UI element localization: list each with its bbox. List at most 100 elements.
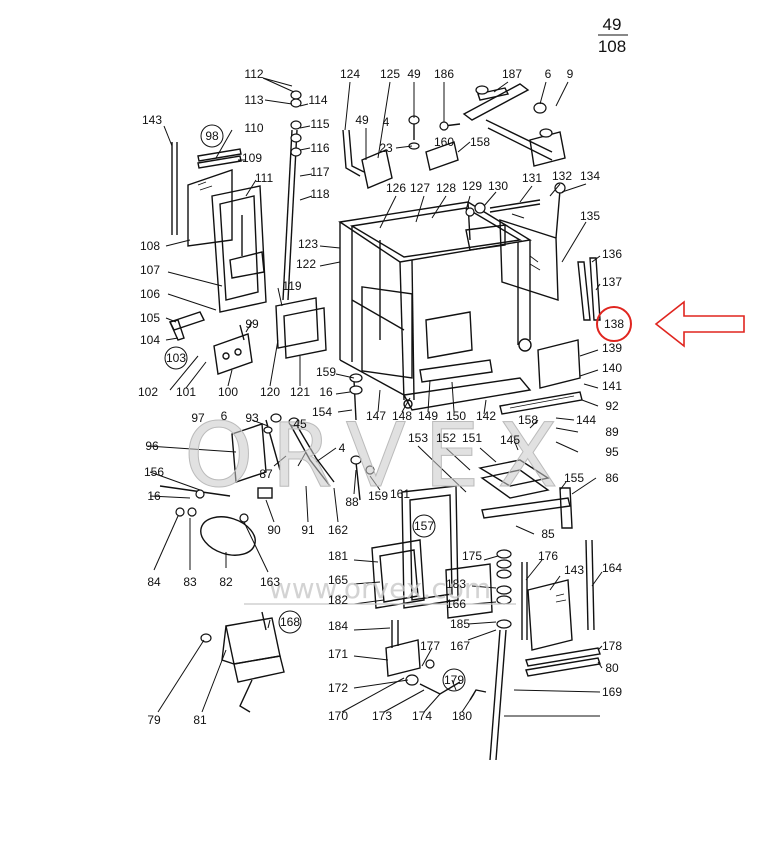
- spring-stack-181-185: [489, 549, 512, 761]
- part-label: 142: [476, 409, 496, 423]
- part-label: 119: [282, 279, 301, 293]
- part-label: 169: [602, 685, 622, 699]
- page-number-total: 108: [598, 37, 626, 56]
- part-label: 115: [310, 117, 329, 131]
- panel-139: [537, 339, 581, 389]
- door-frame-111: [211, 185, 267, 313]
- part-label: 91: [301, 523, 315, 537]
- part-label: 6: [221, 409, 228, 423]
- part-label: 49: [407, 67, 421, 81]
- part-label: 126: [386, 181, 406, 195]
- part-label: 6: [545, 67, 552, 81]
- part-label: 174: [412, 709, 432, 723]
- part-label: 128: [436, 181, 456, 195]
- plate-160: [425, 141, 459, 171]
- part-label: 177: [420, 639, 440, 653]
- part-label: 156: [144, 465, 164, 479]
- part-label: 16: [319, 385, 333, 399]
- part-label: 107: [140, 263, 160, 277]
- highlight-circle-138: [596, 306, 632, 342]
- part-label: 23: [379, 141, 393, 155]
- part-label: 148: [392, 409, 412, 423]
- part-label: 160: [434, 135, 454, 149]
- pins-130-133: [465, 199, 541, 217]
- part-label: 86: [605, 471, 619, 485]
- watermark-brand: ORVEX: [184, 404, 576, 507]
- part-label: 83: [183, 575, 197, 589]
- part-label: 130: [488, 179, 508, 193]
- part-label: 162: [328, 523, 348, 537]
- seals-177-178: [525, 647, 601, 677]
- highlight-arrow: [654, 300, 745, 348]
- part-label: 118: [310, 187, 329, 201]
- part-label: 124: [340, 67, 360, 81]
- part-label: 105: [140, 311, 160, 325]
- part-label: 122: [296, 257, 316, 271]
- part-label: 143: [564, 563, 584, 577]
- gas-spring-117: [282, 90, 302, 301]
- part-label: 16: [147, 489, 161, 503]
- rod-175: [521, 562, 528, 640]
- part-label: 92: [605, 399, 619, 413]
- part-label: 111: [255, 171, 274, 185]
- pedal-154: [349, 373, 363, 421]
- part-label: 104: [140, 333, 160, 347]
- part-label: 95: [605, 445, 619, 459]
- part-label: 49: [355, 113, 369, 127]
- part-label: 178: [602, 639, 622, 653]
- page-number-current: 49: [603, 15, 622, 34]
- part-label: 80: [605, 661, 619, 675]
- leader-lines: [147, 77, 603, 717]
- lock-plate-100: [213, 324, 253, 375]
- part-label: 89: [605, 425, 619, 439]
- part-label: 123: [298, 237, 318, 251]
- part-label: 135: [580, 209, 600, 223]
- spring-88: [257, 487, 273, 499]
- part-label: 108: [140, 239, 160, 253]
- part-label: 184: [328, 619, 348, 633]
- part-label: 112: [244, 67, 263, 81]
- part-label: 99: [245, 317, 259, 331]
- plate-125: [361, 149, 393, 189]
- part-label: 161: [390, 487, 410, 501]
- watermark-url: www.orvex.com: [269, 572, 491, 605]
- part-label: 114: [308, 93, 327, 107]
- part-label: 149: [418, 409, 438, 423]
- part-label: 164: [602, 561, 622, 575]
- arm-135: [554, 182, 566, 239]
- lever-87: [159, 485, 231, 499]
- long-rod-143-left: [171, 142, 178, 235]
- part-label: 79: [147, 713, 161, 727]
- part-label: 131: [522, 171, 542, 185]
- part-label: 97: [191, 411, 205, 425]
- lever-93-96: [288, 417, 335, 487]
- part-label-highlighted: 138: [604, 317, 624, 331]
- part-label: 151: [462, 431, 482, 445]
- part-label: 168: [280, 615, 300, 629]
- bracket-152: [478, 459, 550, 499]
- part-label: 102: [138, 385, 158, 399]
- part-label: 137: [602, 275, 622, 289]
- part-label: 181: [328, 549, 348, 563]
- part-label: 153: [408, 431, 428, 445]
- part-label: 173: [372, 709, 392, 723]
- part-label: 175: [462, 549, 482, 563]
- part-label: 158: [470, 135, 490, 149]
- part-label: 45: [293, 417, 307, 431]
- main-frame: [338, 201, 532, 411]
- left-window-panel: [187, 169, 233, 247]
- part-label: 179: [444, 673, 464, 687]
- screw-186: [439, 121, 461, 131]
- part-label: 120: [260, 385, 280, 399]
- part-label: 143: [142, 113, 162, 127]
- circled-markers: [164, 124, 466, 692]
- part-label: 163: [260, 575, 280, 589]
- part-label: 139: [602, 341, 622, 355]
- part-label: 100: [218, 385, 238, 399]
- window-176: [527, 579, 573, 651]
- footrest-79: [200, 611, 285, 713]
- part-label: 90: [267, 523, 281, 537]
- part-label: 187: [502, 67, 522, 81]
